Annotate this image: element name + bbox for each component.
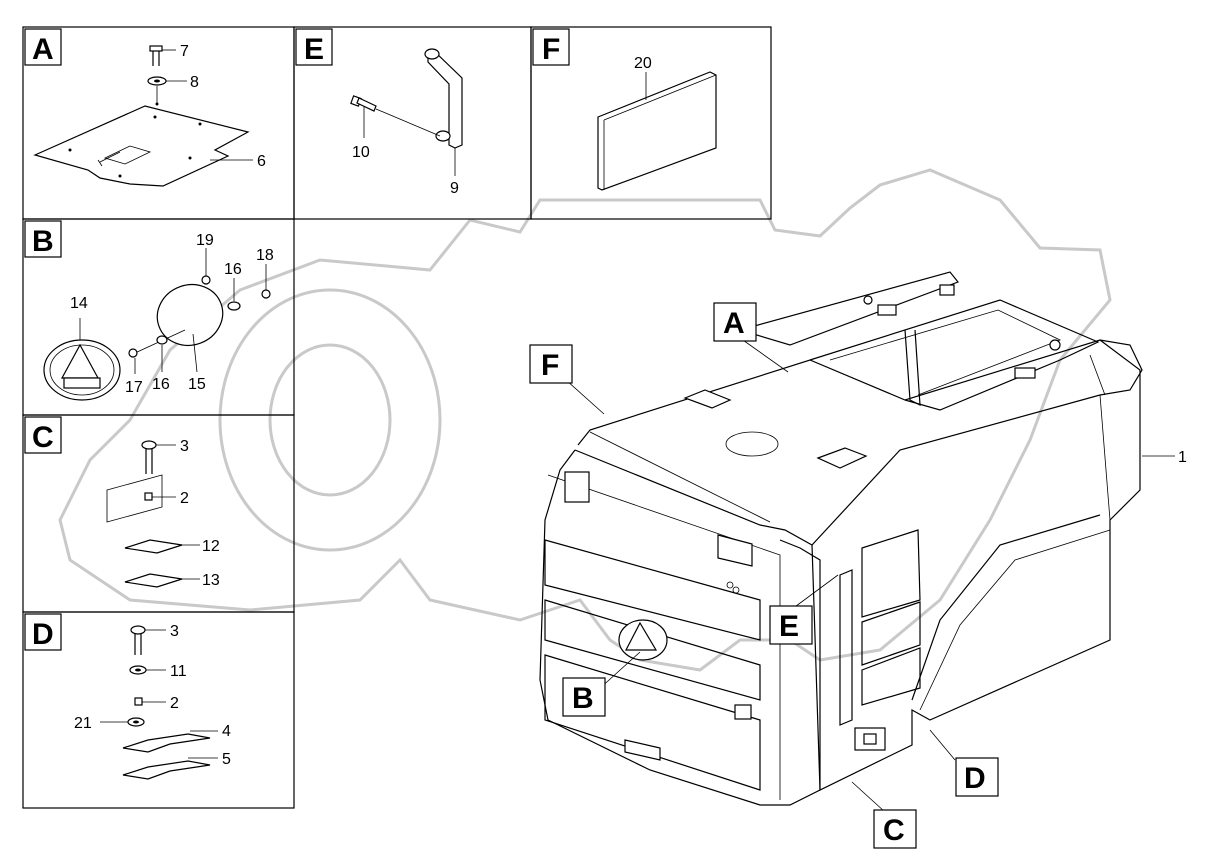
part-label: 3 xyxy=(180,438,189,455)
panel-E-drawing xyxy=(350,48,463,176)
part-label: 2 xyxy=(180,490,189,507)
panel-C-drawing xyxy=(106,440,200,588)
part-label: 16 xyxy=(152,376,170,393)
panel-letter: F xyxy=(542,33,560,66)
part-label: 1 xyxy=(1178,449,1187,466)
part-label: 19 xyxy=(196,232,214,249)
part-label: 15 xyxy=(188,376,206,393)
panel-C-letter: C xyxy=(24,416,62,454)
part-label: 16 xyxy=(224,261,242,278)
part-label: 21 xyxy=(74,715,92,732)
part-label: 8 xyxy=(190,74,199,91)
part-label: 13 xyxy=(202,572,220,589)
part-label: 4 xyxy=(222,723,231,740)
callout-letter: C xyxy=(883,814,905,847)
callout-E: E xyxy=(769,605,813,645)
callout-A: A xyxy=(713,302,757,342)
part-label: 7 xyxy=(180,43,189,60)
panel-D-letter: D xyxy=(24,613,62,651)
part-label: 17 xyxy=(125,379,143,396)
part-label: 10 xyxy=(352,144,370,161)
callout-letter: F xyxy=(541,349,559,382)
panel-letter: D xyxy=(32,618,54,651)
callout-letter: E xyxy=(779,610,799,643)
panel-B-drawing xyxy=(43,248,271,401)
hood-assembly xyxy=(539,271,1143,806)
callout-letter: D xyxy=(964,762,986,795)
panel-A-letter: A xyxy=(24,28,62,66)
part-label: 12 xyxy=(202,538,220,555)
panel-letter: E xyxy=(304,33,324,66)
panel-A-drawing xyxy=(33,45,253,187)
callout-F: F xyxy=(529,344,573,384)
callout-letter: A xyxy=(723,307,745,340)
callout-C: C xyxy=(873,809,917,849)
part-label: 9 xyxy=(450,180,459,197)
panel-F-drawing xyxy=(597,71,717,191)
callout-B: B xyxy=(562,677,606,717)
panel-letter: B xyxy=(32,225,54,258)
panel-letter: C xyxy=(32,421,54,454)
callout-letter: B xyxy=(572,682,594,715)
panel-F-letter: F xyxy=(532,28,570,66)
panel-letter: A xyxy=(32,33,54,66)
watermark-logo xyxy=(58,168,1112,672)
part-label: 5 xyxy=(222,751,231,768)
part-label: 2 xyxy=(170,695,179,712)
panel-borders xyxy=(22,26,772,809)
part-label: 3 xyxy=(170,623,179,640)
panel-E-letter: E xyxy=(295,28,333,66)
callout-D: D xyxy=(955,757,999,797)
panel-D-drawing xyxy=(100,625,218,780)
part-label: 18 xyxy=(256,247,274,264)
part-label: 11 xyxy=(170,663,187,680)
part-label: 20 xyxy=(634,55,652,72)
part-label: 6 xyxy=(257,153,266,170)
part-label: 14 xyxy=(70,295,88,312)
panel-B-letter: B xyxy=(24,220,62,258)
